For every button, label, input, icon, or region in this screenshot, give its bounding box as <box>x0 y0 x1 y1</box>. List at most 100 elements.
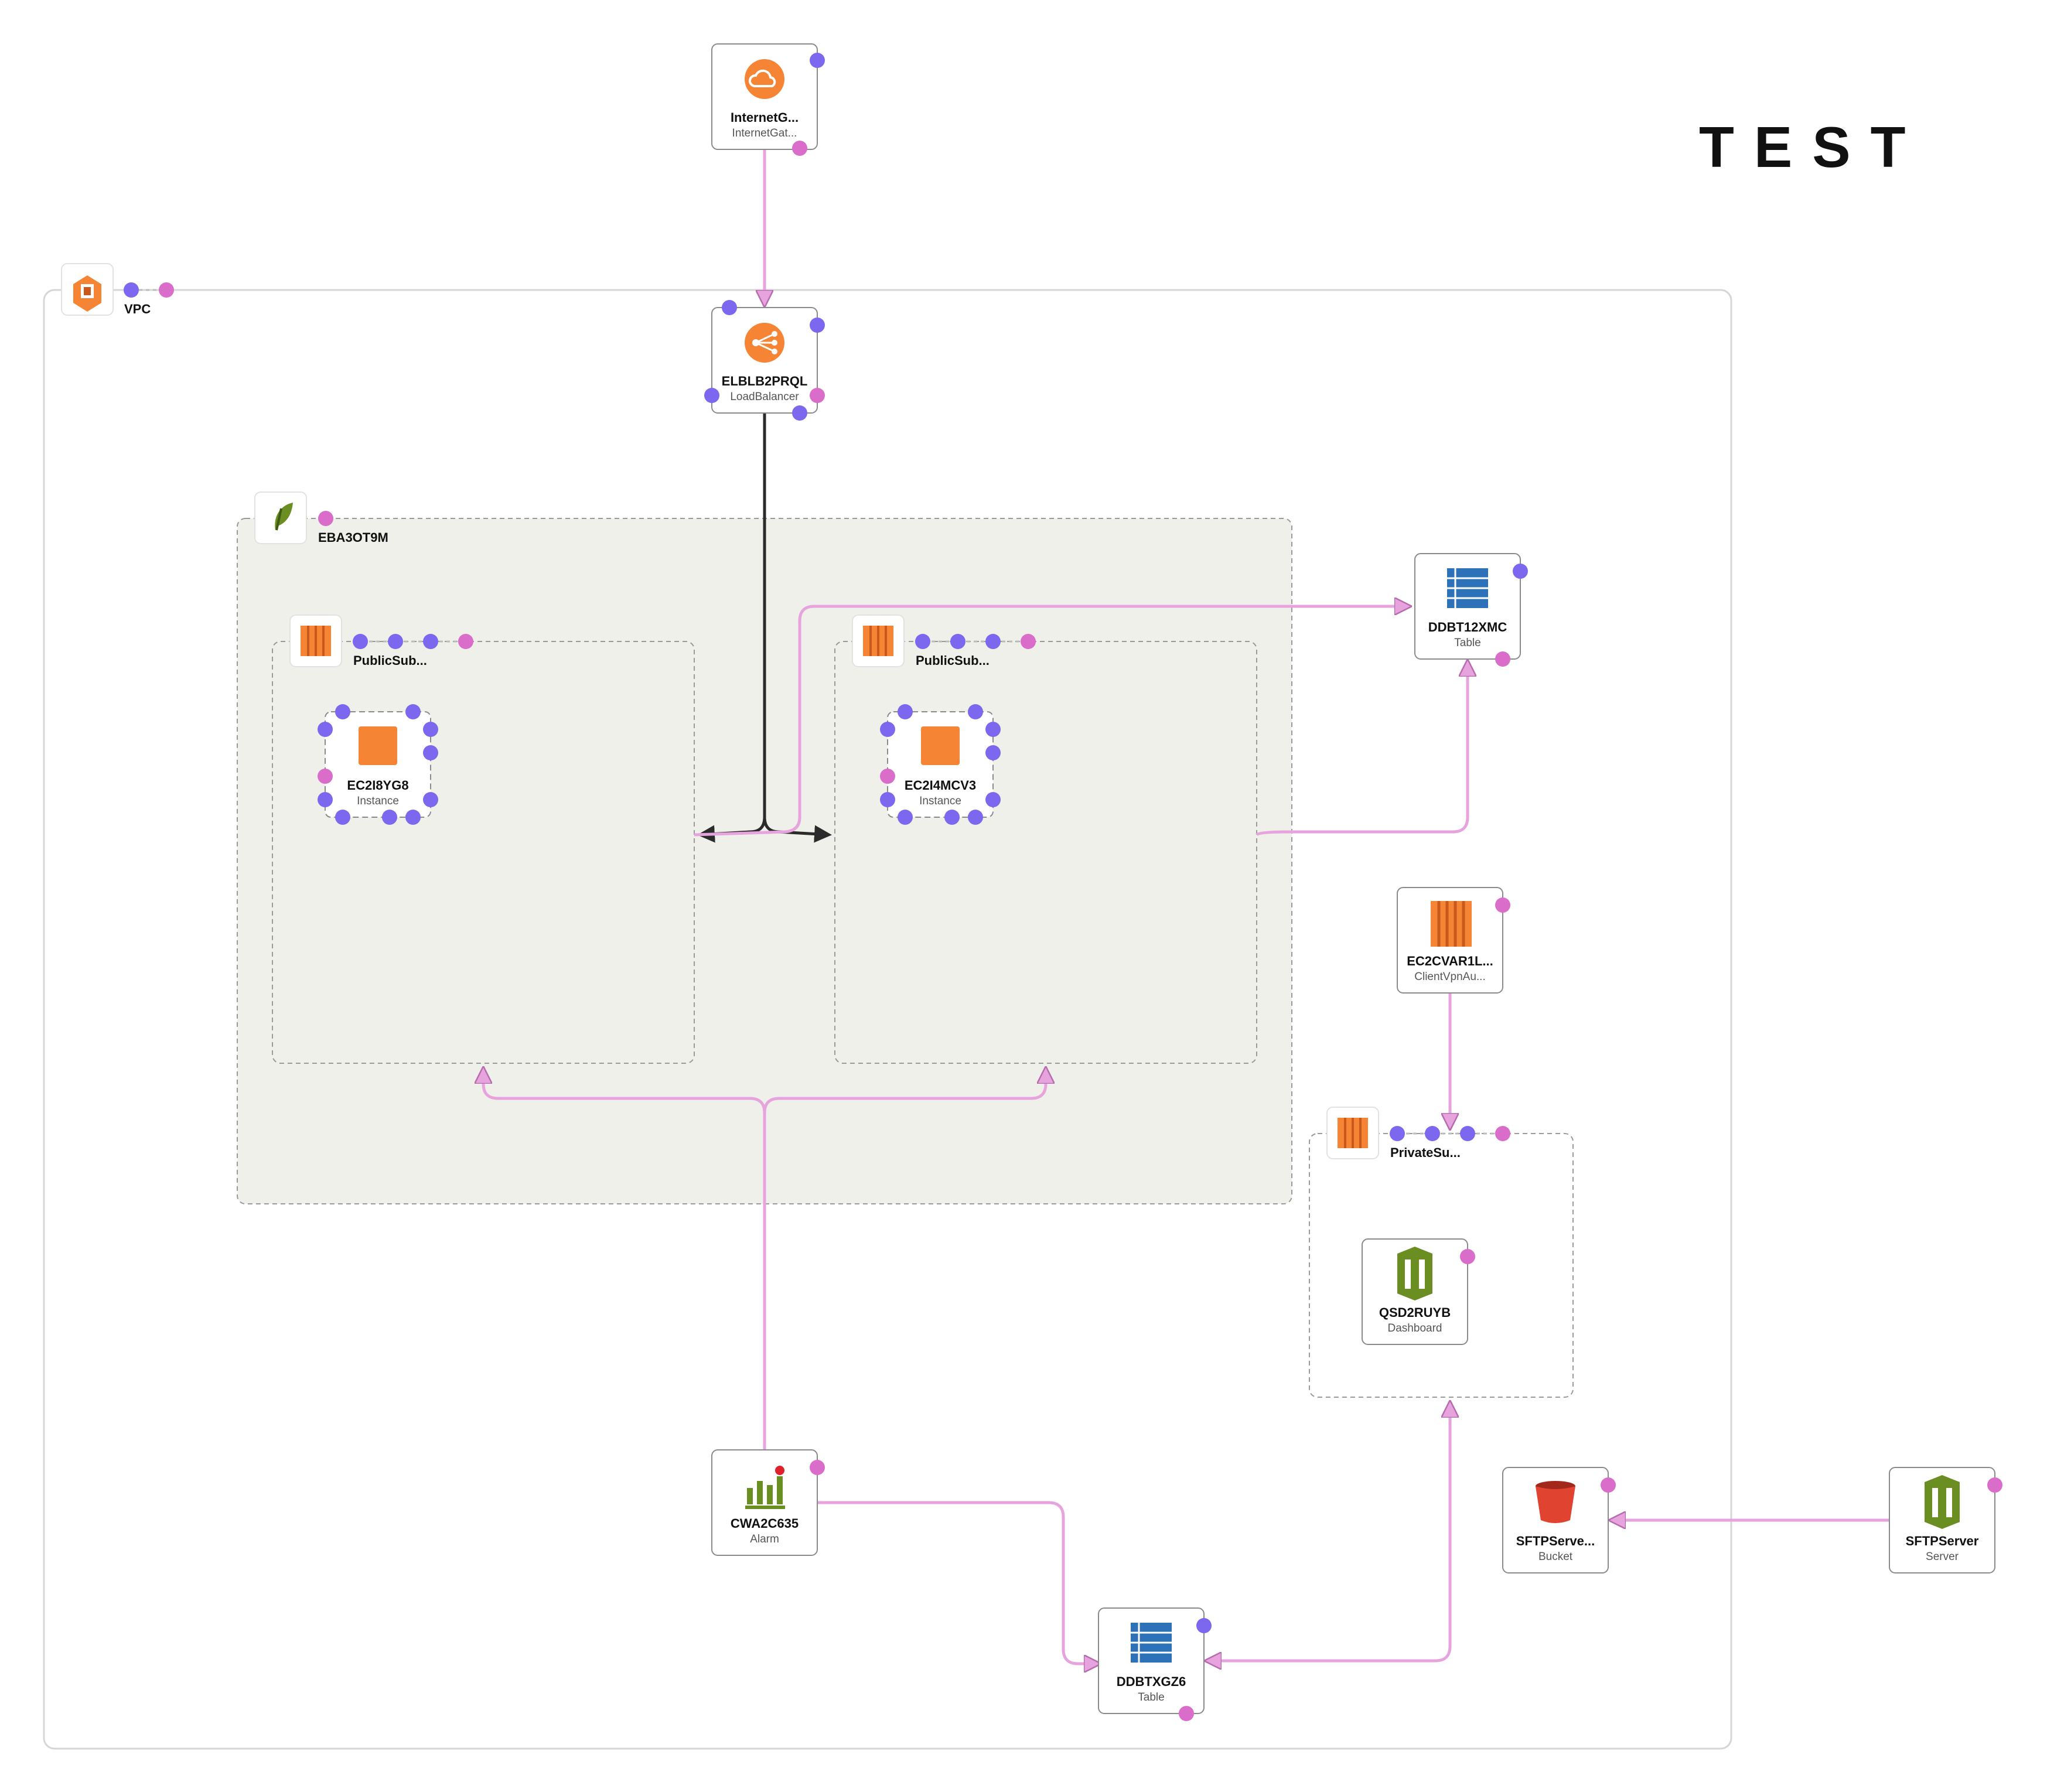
subnet-boundary <box>834 641 1257 1064</box>
port-dot[interactable] <box>423 634 438 649</box>
s3-bucket-icon <box>1536 1481 1575 1523</box>
subnet-icon <box>852 615 905 667</box>
port-dot[interactable] <box>318 769 333 784</box>
port-dot[interactable] <box>405 704 421 719</box>
port-dot[interactable] <box>810 318 825 333</box>
port-dot[interactable] <box>898 810 913 825</box>
subnet-icon <box>289 615 342 667</box>
internet-gateway-node[interactable]: InternetG... InternetGat... <box>711 43 825 156</box>
port-dot[interactable] <box>1196 1618 1212 1633</box>
transfer-server-node[interactable]: SFTPServer Server <box>1889 1467 2002 1573</box>
cloudwatch-alarm-icon <box>745 1466 785 1509</box>
cloudwatch-alarm-node[interactable]: CWA2C635 Alarm <box>711 1449 825 1556</box>
port-dot[interactable] <box>880 722 895 737</box>
port-dot[interactable] <box>353 634 368 649</box>
ec2-instance-icon <box>359 726 397 765</box>
node-type: InternetGat... <box>732 127 797 139</box>
dynamodb-table-icon <box>1447 568 1488 608</box>
port-dot[interactable] <box>423 792 438 807</box>
edge-alarm-subnet-2[interactable] <box>763 1069 1046 1114</box>
edge-private-ddb2[interactable] <box>1207 1403 1452 1661</box>
client-vpn-node[interactable]: EC2CVAR1L... ClientVpnAu... <box>1397 887 1510 994</box>
load-balancer-icon <box>745 323 784 363</box>
node-name: InternetG... <box>731 110 799 125</box>
load-balancer-node[interactable]: ELBLB2PRQL LoadBalancer <box>704 300 825 421</box>
quicksight-dashboard-node[interactable]: QSD2RUYB Dashboard <box>1362 1238 1475 1345</box>
transfer-server-icon <box>1925 1475 1960 1529</box>
port-dot[interactable] <box>159 282 174 298</box>
port-dot[interactable] <box>985 722 1001 737</box>
port-dot[interactable] <box>1601 1477 1616 1493</box>
port-dot[interactable] <box>1021 634 1036 649</box>
port-dot[interactable] <box>1513 564 1528 579</box>
subnet-label: PublicSub... <box>353 653 427 668</box>
port-dot[interactable] <box>704 388 719 403</box>
edge-alarm-subnet-1[interactable] <box>483 1069 766 1450</box>
dynamodb-table-node-2[interactable]: DDBTXGZ6 Table <box>1098 1607 1212 1721</box>
dynamodb-table-node-1[interactable]: DDBT12XMC Table <box>1414 553 1528 667</box>
port-dot[interactable] <box>124 282 139 298</box>
edge-subnet2-ddb1[interactable] <box>1256 662 1468 837</box>
vpc-label: VPC <box>124 302 151 316</box>
subnet-icon <box>1326 1107 1379 1159</box>
node-type: Table <box>1454 637 1480 649</box>
connections <box>483 149 1889 1664</box>
port-dot[interactable] <box>792 141 807 156</box>
port-dot[interactable] <box>810 388 825 403</box>
port-dot[interactable] <box>722 300 737 315</box>
port-dot[interactable] <box>880 792 895 807</box>
port-dot[interactable] <box>1495 1126 1510 1141</box>
ec2-instance-icon <box>921 726 960 765</box>
port-dot[interactable] <box>335 810 350 825</box>
port-dot[interactable] <box>335 704 350 719</box>
port-dot[interactable] <box>388 634 403 649</box>
node-type: LoadBalancer <box>730 391 799 403</box>
ec2-instance-node-a[interactable]: EC2I8YG8 Instance <box>318 704 438 825</box>
port-dot[interactable] <box>985 792 1001 807</box>
port-dot[interactable] <box>1390 1126 1405 1141</box>
port-dot[interactable] <box>423 745 438 760</box>
port-dot[interactable] <box>1460 1249 1475 1264</box>
port-dot[interactable] <box>968 704 983 719</box>
port-dot[interactable] <box>405 810 421 825</box>
port-dot[interactable] <box>915 634 930 649</box>
port-dot[interactable] <box>985 745 1001 760</box>
quicksight-dashboard-icon <box>1397 1247 1432 1301</box>
node-name: DDBT12XMC <box>1428 620 1507 634</box>
port-dot[interactable] <box>1495 651 1510 667</box>
port-dot[interactable] <box>1987 1477 2002 1493</box>
port-dot[interactable] <box>880 769 895 784</box>
public-subnet-2-group[interactable]: PublicSub... <box>834 615 1257 1064</box>
ec2-instance-node-b[interactable]: EC2I4MCV3 Instance <box>880 704 1001 825</box>
node-type: Server <box>1926 1551 1959 1563</box>
port-dot[interactable] <box>968 810 983 825</box>
port-dot[interactable] <box>1495 897 1510 913</box>
edge-subnet1-ddb1[interactable] <box>694 606 1409 837</box>
internet-gateway-icon <box>745 59 784 99</box>
subnet-boundary <box>272 641 695 1064</box>
node-type: ClientVpnAu... <box>1414 971 1485 983</box>
port-dot[interactable] <box>1179 1706 1194 1721</box>
port-dot[interactable] <box>985 634 1001 649</box>
port-dot[interactable] <box>423 722 438 737</box>
port-dot[interactable] <box>944 810 960 825</box>
public-subnet-1-group[interactable]: PublicSub... <box>272 615 695 1064</box>
port-dot[interactable] <box>792 405 807 421</box>
port-dot[interactable] <box>382 810 397 825</box>
elastic-beanstalk-icon <box>254 491 307 544</box>
port-dot[interactable] <box>1460 1126 1475 1141</box>
port-dot[interactable] <box>810 1460 825 1475</box>
port-dot[interactable] <box>810 53 825 68</box>
port-dot[interactable] <box>898 704 913 719</box>
port-dot[interactable] <box>318 792 333 807</box>
node-type: Dashboard <box>1388 1322 1442 1334</box>
port-dot[interactable] <box>458 634 473 649</box>
s3-bucket-node[interactable]: SFTPServe... Bucket <box>1502 1467 1616 1573</box>
port-dot[interactable] <box>1425 1126 1440 1141</box>
node-name: QSD2RUYB <box>1379 1305 1451 1320</box>
port-dot[interactable] <box>318 722 333 737</box>
edge-alarm-ddb2[interactable] <box>817 1501 1098 1664</box>
port-dot[interactable] <box>318 511 333 526</box>
port-dot[interactable] <box>950 634 965 649</box>
